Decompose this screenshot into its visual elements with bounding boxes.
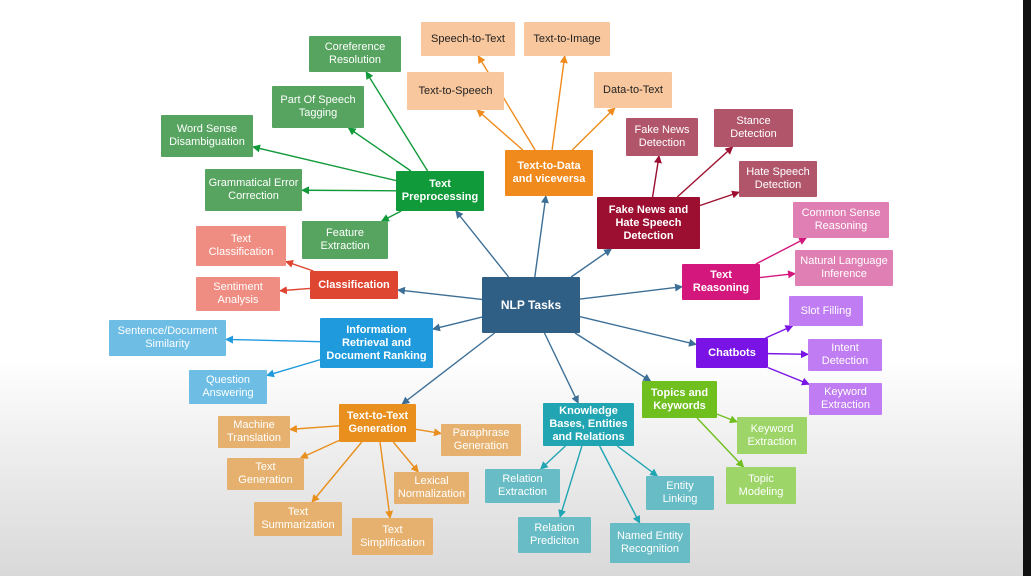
- connector-root-tk: [574, 332, 652, 382]
- node-relation-extraction: Relation Extraction: [485, 469, 560, 503]
- connector-kb-kb1: [540, 445, 566, 470]
- connector-cb-cb2: [767, 350, 809, 359]
- connector-tt-tt4: [379, 441, 394, 519]
- node-slot-filling: Slot Filling: [789, 296, 863, 326]
- connector-root-kb: [543, 332, 579, 404]
- node-text-generation: Text Generation: [227, 458, 304, 490]
- node-sentiment-analysis: Sentiment Analysis: [196, 277, 280, 311]
- connector-root-tt: [401, 332, 496, 405]
- connector-tp-tp5: [380, 210, 402, 222]
- node-data-to-text: Data-to-Text: [594, 72, 672, 108]
- connector-tt-tt1: [289, 424, 340, 433]
- connector-ir-ir2: [266, 359, 321, 378]
- connector-tp-tp1: [365, 71, 429, 172]
- connector-tp-tp3: [252, 144, 397, 182]
- node-chatbots: Chatbots: [696, 338, 768, 368]
- node-sentence-document-similarity: Sentence/Document Similarity: [109, 320, 226, 356]
- connector-cl-cl1: [285, 260, 314, 272]
- node-topics-and-keywords: Topics and Keywords: [642, 381, 717, 418]
- node-coreference-resolution: Coreference Resolution: [309, 36, 401, 72]
- node-knowledge-bases-entities-and-relations: Knowledge Bases, Entities and Relations: [543, 403, 634, 446]
- connector-tk-tk2: [696, 417, 745, 468]
- connector-fn-fn2: [676, 146, 734, 198]
- node-natural-language-inference: Natural Language Inference: [795, 250, 893, 286]
- node-named-entity-recognition: Named Entity Recognition: [610, 523, 690, 563]
- connector-tt-tt2: [299, 439, 340, 459]
- connector-td-td2: [551, 55, 568, 151]
- connector-tp-tp2: [347, 127, 412, 172]
- node-feature-extraction: Feature Extraction: [302, 221, 388, 259]
- node-common-sense-reasoning: Common Sense Reasoning: [793, 202, 889, 238]
- node-fake-news-detection: Fake News Detection: [626, 118, 698, 156]
- node-relation-prediciton: Relation Prediciton: [518, 517, 591, 553]
- connector-kb-kb4: [616, 445, 659, 477]
- connector-td-td4: [571, 107, 616, 151]
- connector-root-cl: [397, 286, 483, 301]
- connector-fn-fn3: [699, 190, 740, 207]
- connector-root-tr: [579, 283, 683, 300]
- node-machine-translation: Machine Translation: [218, 416, 290, 448]
- node-text-classification: Text Classification: [196, 226, 286, 266]
- connector-tr-tr1: [755, 237, 808, 265]
- connector-tt-tt3: [311, 441, 363, 503]
- connector-root-ir: [432, 316, 483, 332]
- connector-tt-tt6: [415, 428, 442, 437]
- connector-tr-tr2: [759, 270, 796, 279]
- node-intent-detection: Intent Detection: [808, 339, 882, 371]
- connector-tp-tp4: [301, 186, 397, 195]
- connector-fn-fn1: [651, 155, 662, 198]
- node-text-to-text-generation: Text-to-Text Generation: [339, 404, 416, 442]
- connector-root-cb: [579, 316, 697, 347]
- node-text-to-image: Text-to-Image: [524, 22, 610, 56]
- node-grammatical-error-correction: Grammatical Error Correction: [205, 169, 302, 211]
- node-hate-speech-detection: Hate Speech Detection: [739, 161, 817, 197]
- connector-root-td: [534, 195, 549, 278]
- connector-cb-cb3: [767, 366, 810, 386]
- node-question-answering: Question Answering: [189, 370, 267, 404]
- node-entity-linking: Entity Linking: [646, 476, 714, 510]
- node-part-of-speech-tagging: Part Of Speech Tagging: [272, 86, 364, 128]
- node-text-summarization: Text Summarization: [254, 502, 342, 536]
- connector-tt-tt5: [392, 441, 419, 473]
- connector-kb-kb2: [558, 445, 583, 518]
- right-edge-bar: [1023, 0, 1031, 576]
- node-nlp-tasks: NLP Tasks: [482, 277, 580, 333]
- connector-root-tp: [455, 210, 510, 278]
- node-word-sense-disambiguation: Word Sense Disambiguation: [161, 115, 253, 157]
- node-paraphrase-generation: Paraphrase Generation: [441, 424, 521, 456]
- connector-ir-ir1: [225, 335, 321, 344]
- node-text-reasoning: Text Reasoning: [682, 264, 760, 300]
- connector-td-td3: [476, 109, 524, 151]
- node-keyword-extraction: Keyword Extraction: [809, 383, 882, 415]
- node-keyword-extraction: Keyword Extraction: [737, 417, 807, 454]
- connector-tk-tk1: [716, 413, 738, 424]
- connector-kb-kb3: [599, 445, 641, 524]
- node-speech-to-text: Speech-to-Text: [421, 22, 515, 56]
- node-text-simplification: Text Simplification: [352, 518, 433, 555]
- connector-td-td1: [477, 55, 536, 151]
- node-lexical-normalization: Lexical Normalization: [394, 472, 469, 504]
- connector-cb-cb1: [765, 325, 794, 339]
- node-text-preprocessing: Text Preprocessing: [396, 171, 484, 211]
- connector-cl-cl2: [279, 286, 311, 295]
- node-stance-detection: Stance Detection: [714, 109, 793, 147]
- node-topic-modeling: Topic Modeling: [726, 467, 796, 504]
- node-fake-news-and-hate-speech-detection: Fake News and Hate Speech Detection: [597, 197, 700, 249]
- node-text-to-speech: Text-to-Speech: [407, 72, 504, 110]
- connector-root-fn: [570, 248, 613, 278]
- node-text-to-data-and-viceversa: Text-to-Data and viceversa: [505, 150, 593, 196]
- node-information-retrieval-and-document-ranking: Information Retrieval and Document Ranki…: [320, 318, 433, 368]
- node-classification: Classification: [310, 271, 398, 299]
